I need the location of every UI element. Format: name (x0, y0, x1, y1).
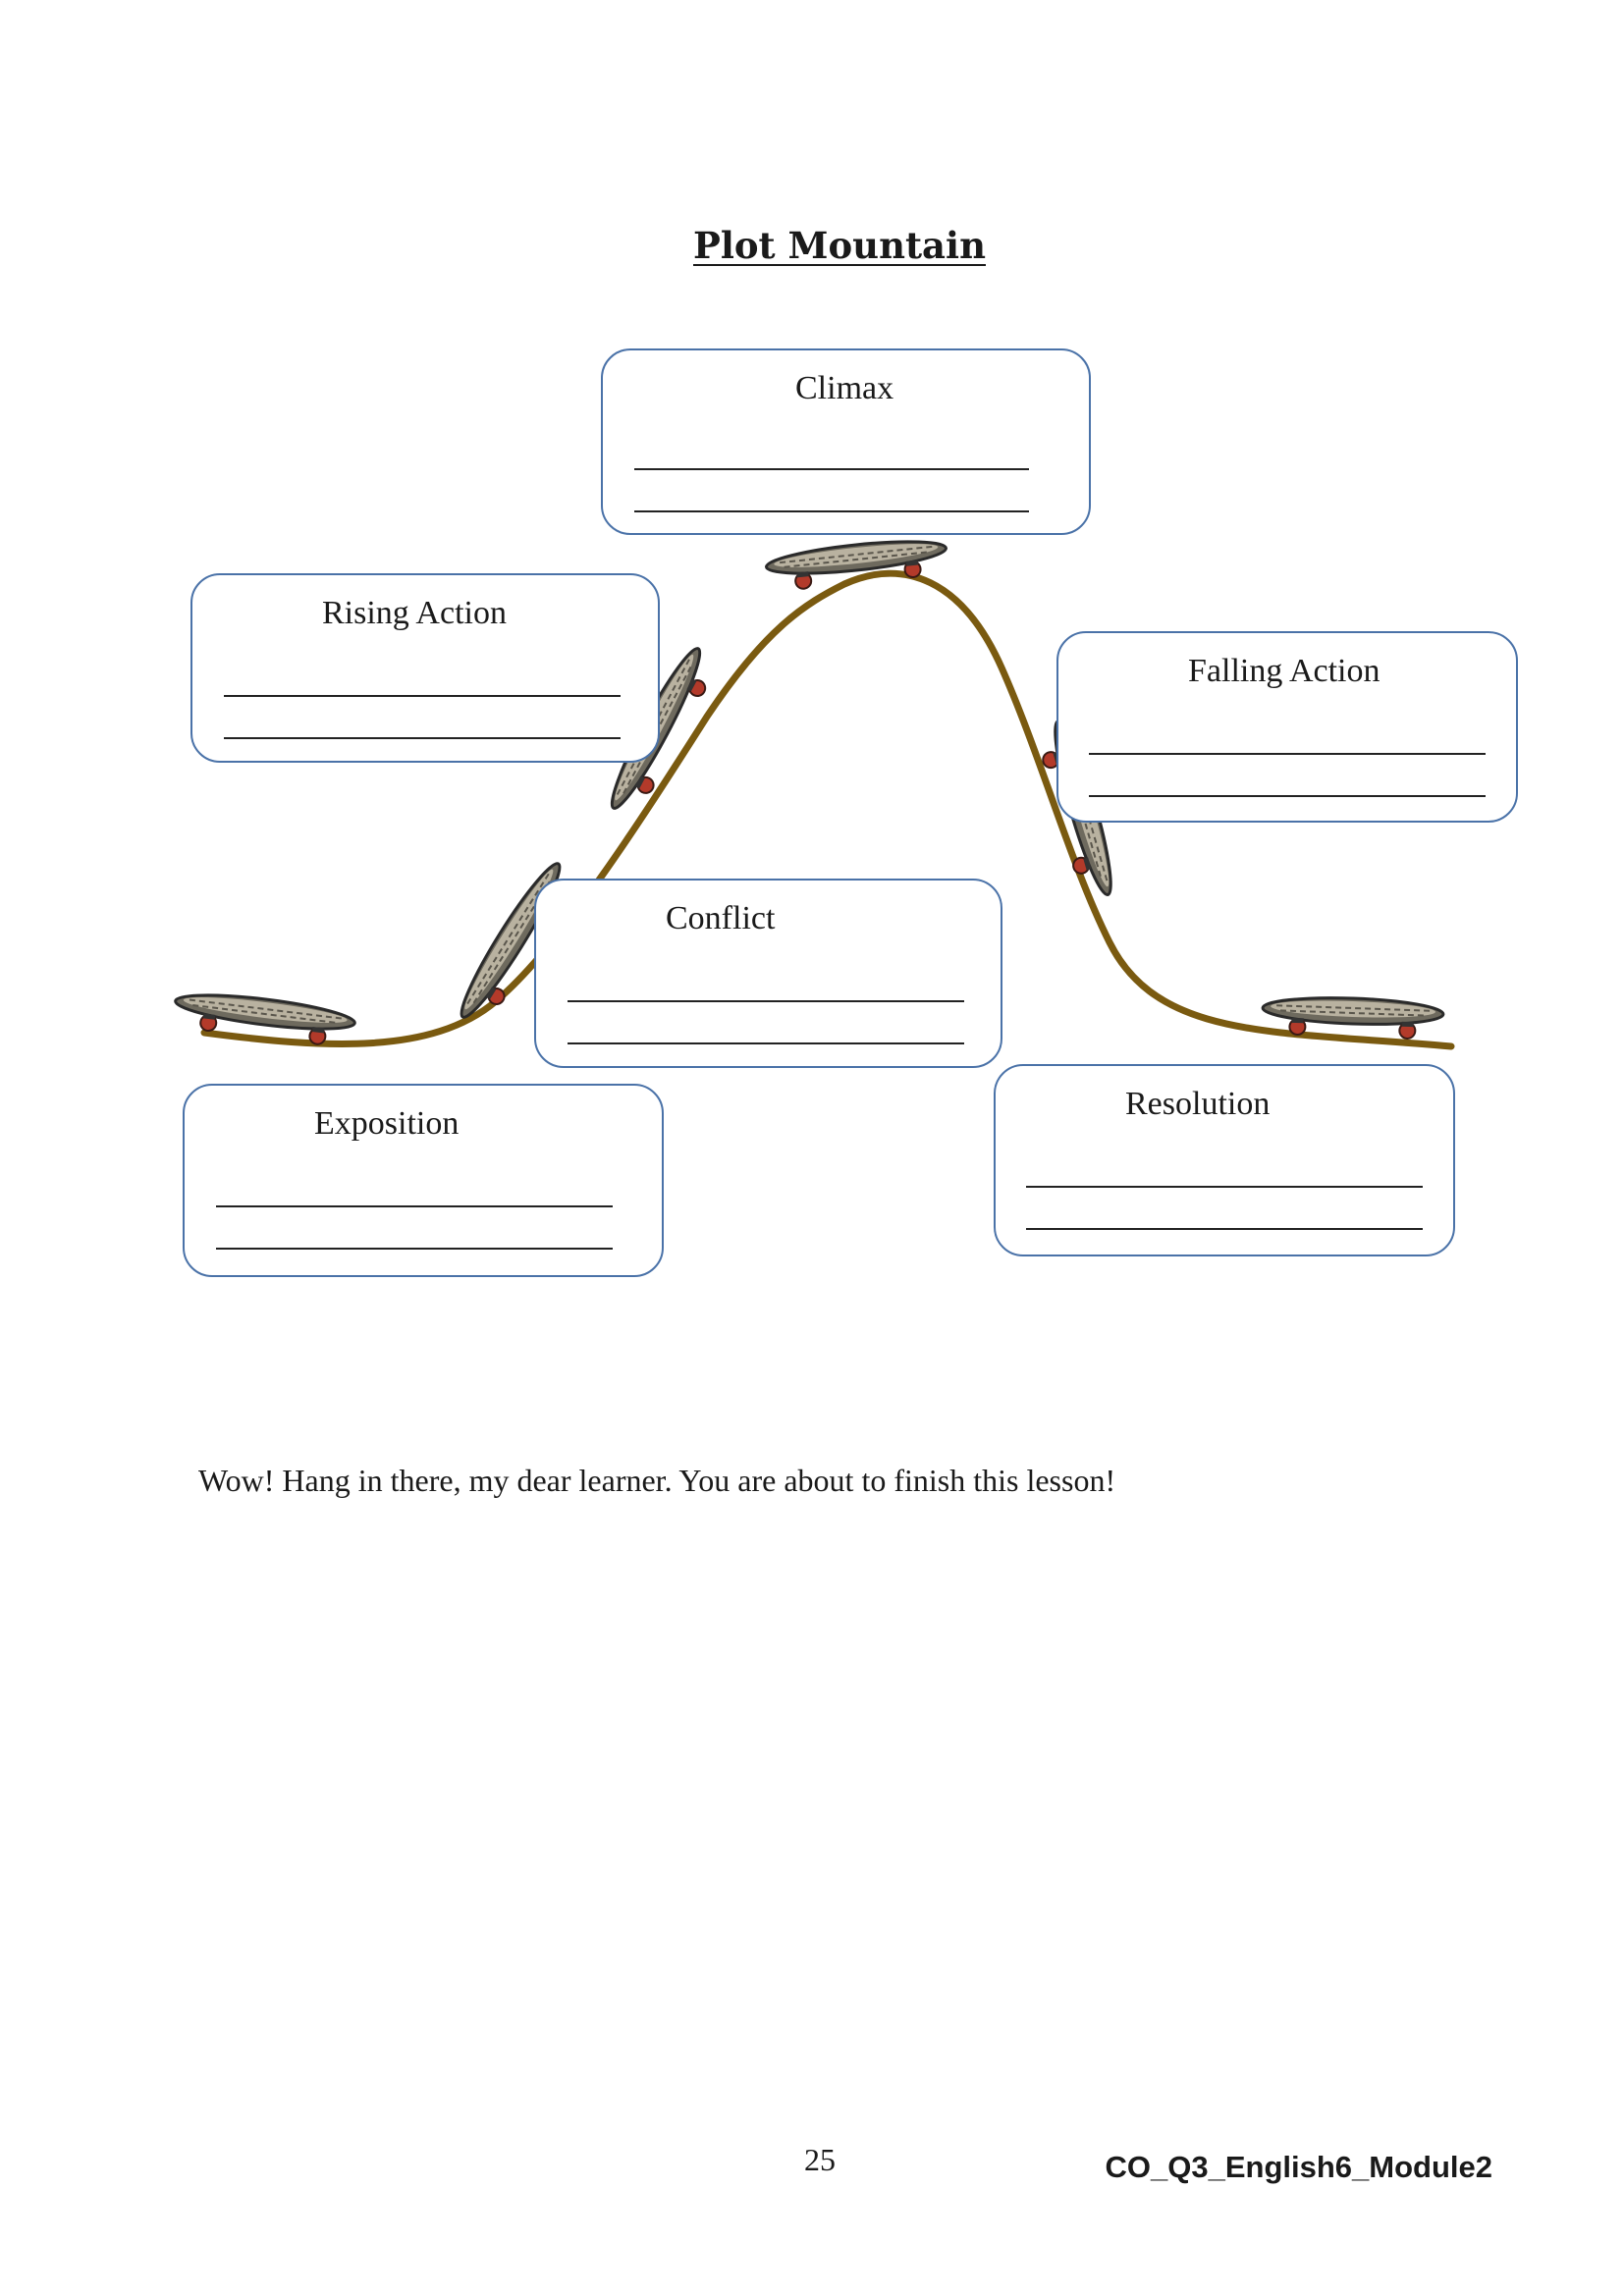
page-number: 25 (804, 2142, 836, 2177)
answer-line[interactable] (634, 510, 1029, 512)
answer-line[interactable] (216, 1248, 613, 1250)
answer-line[interactable] (1089, 795, 1486, 797)
answer-line[interactable] (224, 695, 621, 697)
resolution-box: Resolution (994, 1064, 1455, 1256)
conflict-box: Conflict (534, 879, 1002, 1068)
answer-line[interactable] (1026, 1186, 1423, 1188)
answer-line[interactable] (634, 468, 1029, 470)
answer-line[interactable] (216, 1205, 613, 1207)
encouragement-text: Wow! Hang in there, my dear learner. You… (198, 1463, 1116, 1498)
rising-action-box: Rising Action (190, 573, 660, 763)
falling-action-label: Falling Action (1188, 653, 1380, 689)
climax-box: Climax (601, 348, 1091, 535)
answer-line[interactable] (1089, 753, 1486, 755)
answer-line[interactable] (568, 1042, 964, 1044)
answer-line[interactable] (1026, 1228, 1423, 1230)
answer-line[interactable] (224, 737, 621, 739)
falling-action-box: Falling Action (1056, 631, 1518, 823)
climax-label: Climax (795, 370, 894, 406)
skateboard-icon (763, 533, 950, 594)
conflict-label: Conflict (666, 900, 776, 936)
page-title: Plot Mountain (693, 224, 986, 267)
rising-action-label: Rising Action (322, 595, 507, 631)
resolution-label: Resolution (1125, 1086, 1271, 1122)
exposition-box: Exposition (183, 1084, 664, 1277)
exposition-label: Exposition (314, 1105, 460, 1142)
answer-line[interactable] (568, 1000, 964, 1002)
module-code: CO_Q3_English6_Module2 (1105, 2150, 1493, 2184)
